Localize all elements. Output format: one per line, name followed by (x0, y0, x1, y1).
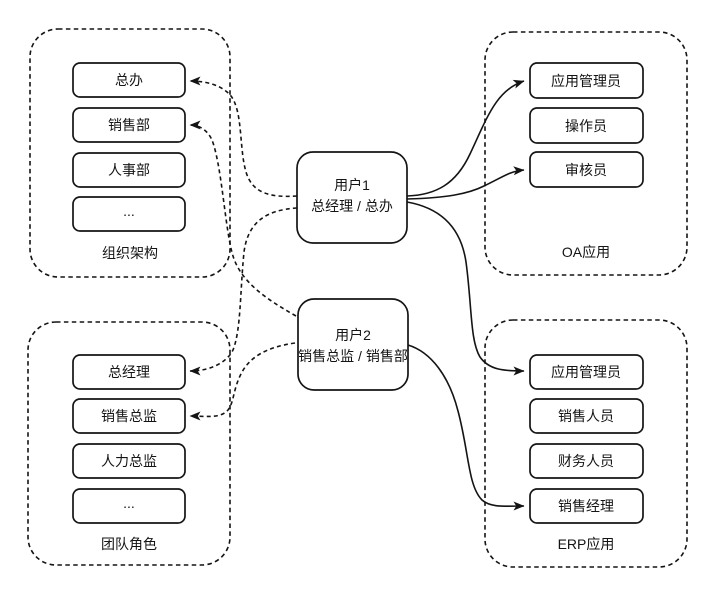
team-node-sales-director-label: 销售总监 (101, 408, 157, 424)
oa-node-app-admin-label: 应用管理员 (551, 73, 621, 89)
erp-node-finance-staff: 财务人员 (529, 443, 644, 479)
user2-node: 用户2 销售总监 / 销售部 (297, 298, 409, 391)
team-node-sales-director: 销售总监 (72, 398, 186, 434)
oa-node-app-admin: 应用管理员 (529, 62, 644, 99)
erp-node-sales-staff-label: 销售人员 (558, 408, 614, 424)
edge-user2-to-org-sales-dept (189, 120, 297, 317)
oa-node-auditor-label: 审核员 (565, 162, 607, 178)
org-node-hr-dept: 人事部 (72, 152, 186, 188)
team-node-more-box (72, 488, 186, 524)
oa-node-auditor-box (529, 151, 644, 188)
erp-node-sales-manager-box (529, 488, 644, 524)
org-group-container (29, 28, 231, 278)
oa-node-operator-box (529, 107, 644, 144)
erp-node-finance-staff-label: 财务人员 (558, 453, 614, 469)
team-node-general-manager-label: 总经理 (108, 364, 150, 380)
org-node-more-label: ... (123, 203, 135, 219)
team-node-more-label: ... (123, 495, 135, 511)
erp-node-sales-staff: 销售人员 (529, 398, 644, 434)
org-group-label: 组织架构 (102, 245, 158, 261)
org-node-sales-dept-label: 销售部 (108, 117, 150, 133)
erp-node-sales-manager-label: 销售经理 (558, 498, 614, 514)
team-node-general-manager-box (72, 354, 186, 390)
user2-title: 用户2 (335, 327, 371, 343)
team-group-container (27, 321, 231, 566)
team-node-more: ... (72, 488, 186, 524)
org-node-hr-dept-label: 人事部 (108, 162, 150, 178)
team-node-general-manager: 总经理 (72, 354, 186, 390)
org-node-general-office-label: 总办 (115, 72, 143, 88)
team-group-label: 团队角色 (101, 536, 157, 552)
user1-node: 用户1 总经理 / 总办 (296, 151, 408, 244)
org-node-more: ... (72, 196, 186, 232)
erp-node-app-admin-box (529, 354, 644, 390)
org-node-more-box (72, 196, 186, 232)
team-node-sales-director-box (72, 398, 186, 434)
erp-node-app-admin-label: 应用管理员 (551, 364, 621, 380)
erp-node-app-admin: 应用管理员 (529, 354, 644, 390)
oa-node-operator: 操作员 (529, 107, 644, 144)
erp-group-container (484, 319, 688, 568)
org-node-general-office: 总办 (72, 62, 186, 98)
edge-user1-to-erp-app-admin (406, 201, 525, 376)
edge-user1-to-oa-app-admin (406, 79, 525, 197)
edge-user1-to-team-general-manager (189, 207, 298, 376)
edge-user1-to-oa-auditor (406, 166, 525, 200)
org-node-hr-dept-box (72, 152, 186, 188)
user1-node-box (296, 151, 408, 244)
oa-node-auditor: 审核员 (529, 151, 644, 188)
org-node-sales-dept-box (72, 107, 186, 143)
oa-group-label: OA应用 (562, 244, 610, 260)
team-node-hr-director: 人力总监 (72, 443, 186, 479)
user2-node-box (297, 298, 409, 391)
edge-user2-to-erp-sales-manager (407, 344, 525, 511)
erp-node-finance-staff-box (529, 443, 644, 479)
team-node-hr-director-box (72, 443, 186, 479)
edge-user2-to-team-sales-director (189, 342, 296, 421)
oa-node-operator-label: 操作员 (565, 118, 607, 134)
org-node-sales-dept: 销售部 (72, 107, 186, 143)
team-node-hr-director-label: 人力总监 (101, 453, 157, 469)
edge-user1-to-org-general-office (189, 76, 298, 198)
erp-node-sales-staff-box (529, 398, 644, 434)
erp-group-label: ERP应用 (558, 536, 615, 552)
oa-node-app-admin-box (529, 62, 644, 99)
user2-subtitle: 销售总监 / 销售部 (298, 348, 408, 364)
user1-subtitle: 总经理 / 总办 (311, 198, 393, 214)
user1-title: 用户1 (334, 177, 370, 193)
org-node-general-office-box (72, 62, 186, 98)
erp-node-sales-manager: 销售经理 (529, 488, 644, 524)
oa-group-container (484, 31, 688, 276)
